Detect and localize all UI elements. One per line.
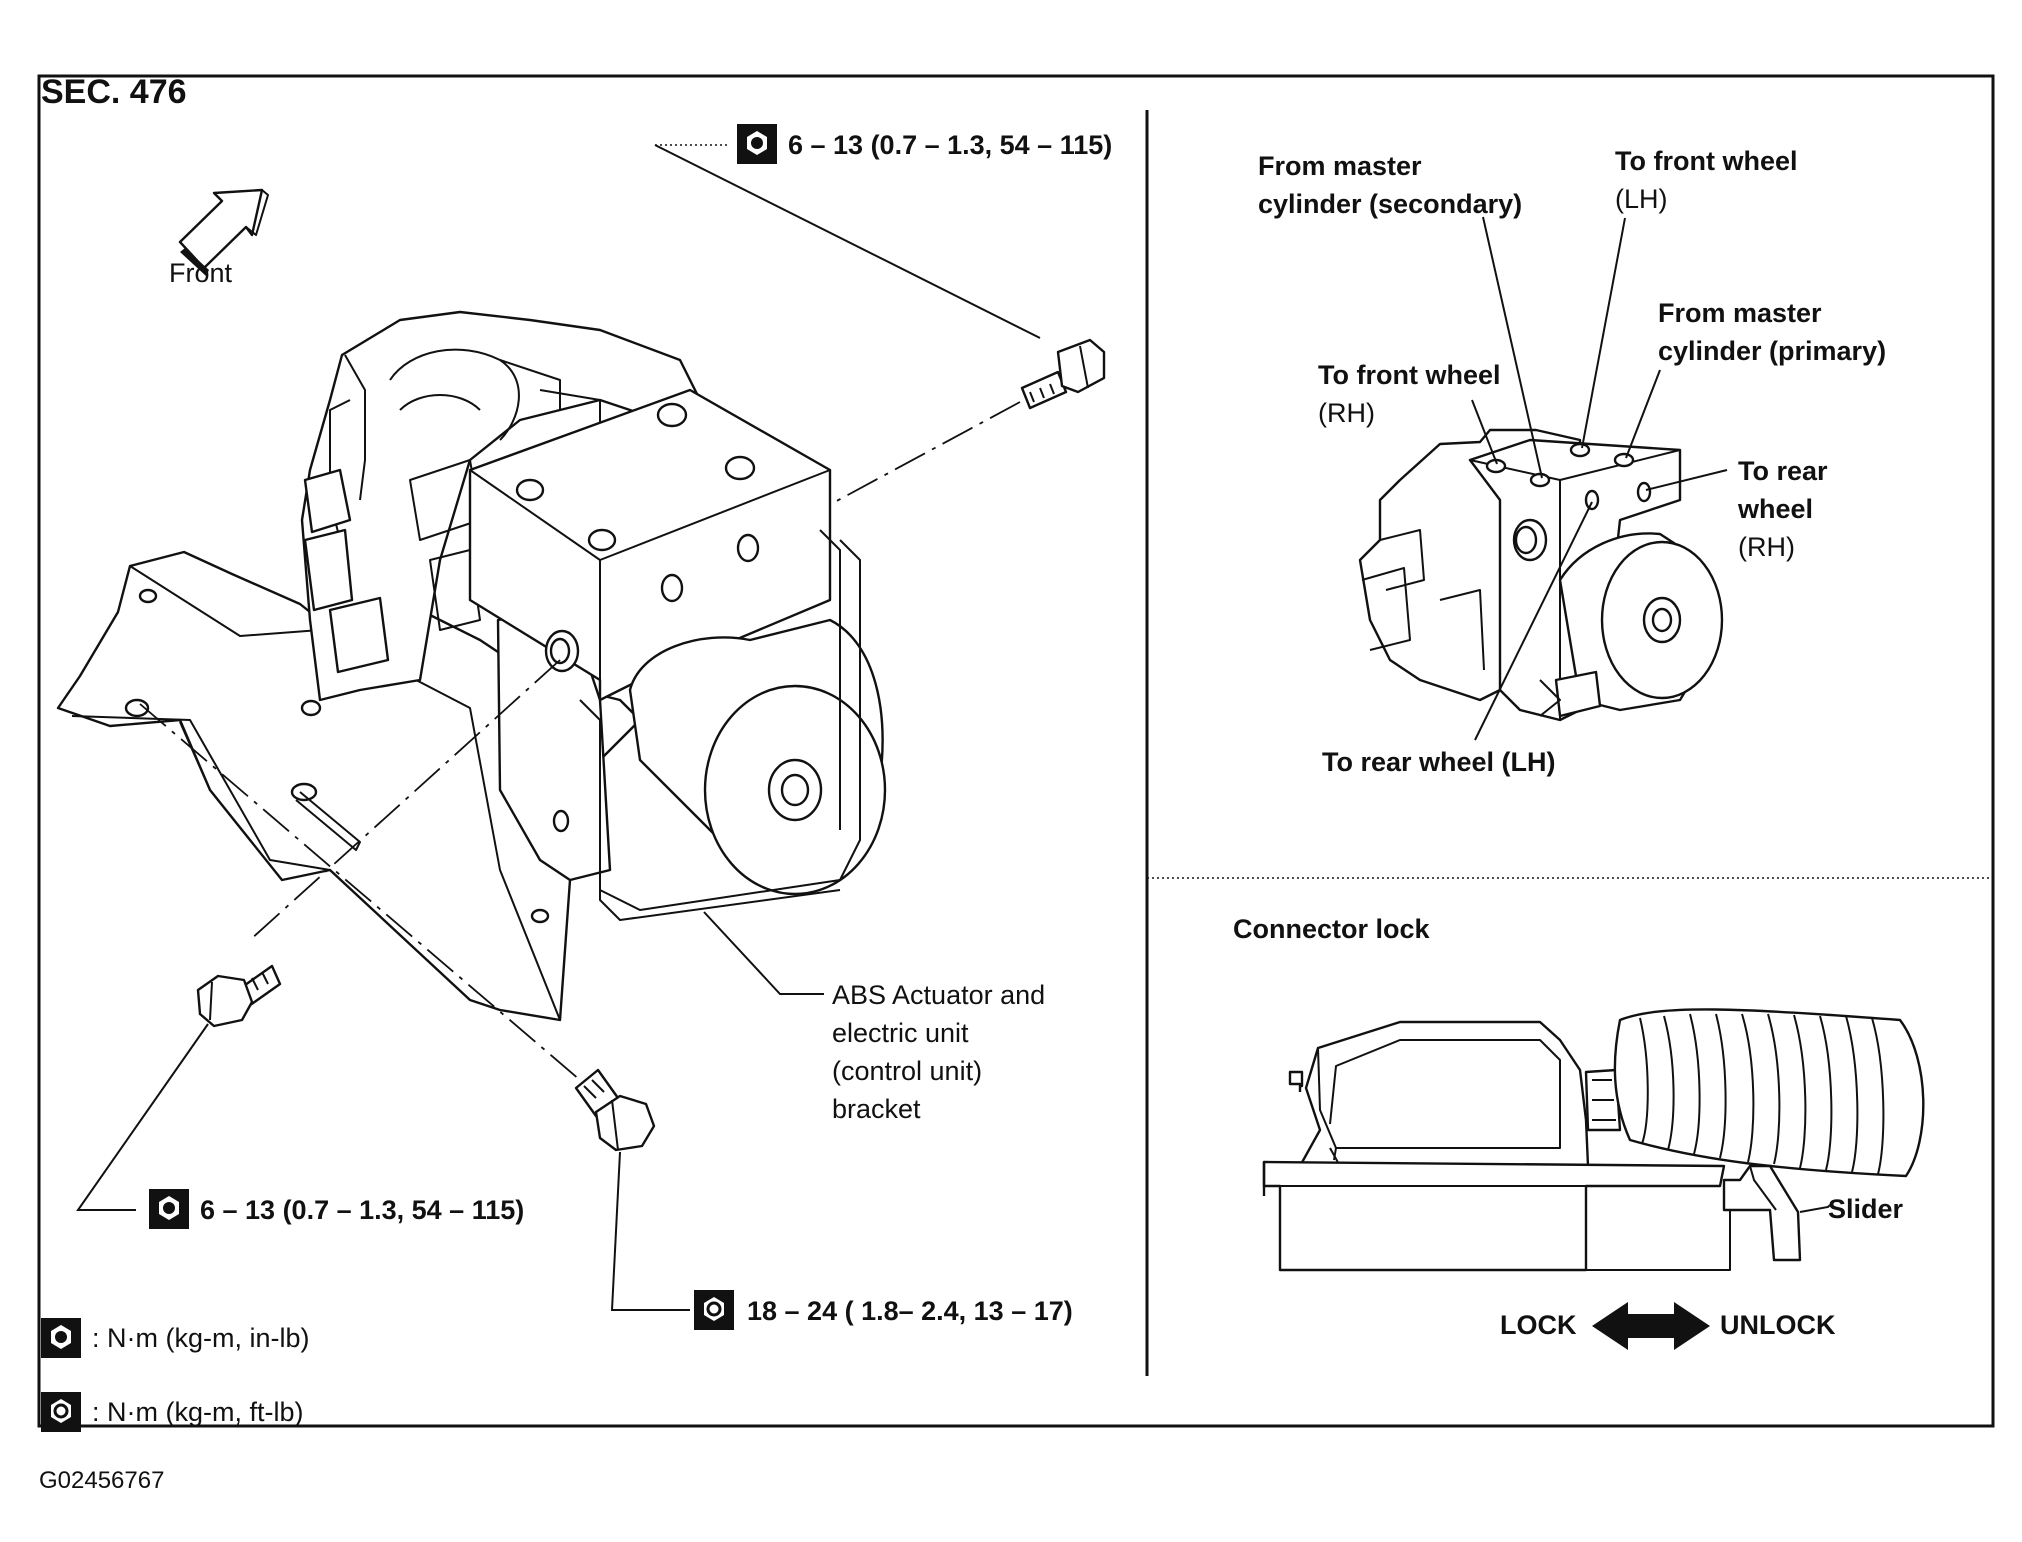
- torque-wrench-ftlb-icon-bottom: [694, 1290, 734, 1330]
- bolt-bottom: [574, 1068, 656, 1152]
- abs-unit-ports-view: [1358, 428, 1724, 722]
- torque-left: 6 – 13 (0.7 – 1.3, 54 – 115): [200, 1195, 524, 1225]
- label-to-front-lh-1: To front wheel: [1615, 146, 1798, 176]
- torque-wrench-icon: [41, 1318, 81, 1358]
- connector-assembly: [1262, 1008, 1925, 1272]
- connector-lock-title: Connector lock: [1233, 914, 1431, 944]
- lock-label: LOCK: [1500, 1310, 1577, 1340]
- legend-in-lb: : N·m (kg-m, in-lb): [92, 1323, 310, 1353]
- slider-label: Slider: [1828, 1194, 1904, 1224]
- torque-wrench-icon: [737, 124, 777, 164]
- legend-ft-lb: : N·m (kg-m, ft-lb): [92, 1397, 303, 1427]
- actuator-label-line-4: bracket: [832, 1094, 921, 1124]
- label-to-rear-rh-1: To rear: [1738, 456, 1828, 486]
- bolt-left: [196, 964, 282, 1028]
- label-to-rear-lh: To rear wheel (LH): [1322, 747, 1556, 777]
- front-label: Front: [169, 258, 233, 288]
- section-title: SEC. 476: [41, 73, 187, 111]
- figure-id: G02456767: [39, 1467, 164, 1494]
- figure-frame: [37, 74, 1995, 1428]
- label-from-master-primary-1: From master: [1658, 298, 1822, 328]
- label-from-master-primary-2: cylinder (primary): [1658, 336, 1886, 366]
- actuator-label-line-1: ABS Actuator and: [832, 980, 1045, 1010]
- unlock-label: UNLOCK: [1720, 1310, 1836, 1340]
- actuator-label-line-3: (control unit): [832, 1056, 982, 1086]
- torque-wrench-ftlb-icon: [41, 1392, 81, 1432]
- label-to-front-lh-2: (LH): [1615, 184, 1668, 214]
- label-to-front-rh-2: (RH): [1318, 398, 1375, 428]
- torque-wrench-icon-left: [149, 1189, 189, 1229]
- torque-top: 6 – 13 (0.7 – 1.3, 54 – 115): [788, 130, 1112, 160]
- actuator-label-line-2: electric unit: [832, 1018, 969, 1048]
- label-to-front-rh-1: To front wheel: [1318, 360, 1501, 390]
- label-to-rear-rh-2: wheel: [1737, 494, 1813, 524]
- label-from-master-secondary-1: From master: [1258, 151, 1422, 181]
- label-from-master-secondary-2: cylinder (secondary): [1258, 189, 1522, 219]
- abs-actuator-unit: [56, 310, 887, 1022]
- torque-bottom: 18 – 24 ( 1.8– 2.4, 13 – 17): [747, 1296, 1073, 1326]
- double-arrow-icon: [1592, 1302, 1710, 1350]
- label-to-rear-rh-3: (RH): [1738, 532, 1795, 562]
- front-arrow-icon: [178, 188, 269, 276]
- bolt-top: [1020, 338, 1106, 410]
